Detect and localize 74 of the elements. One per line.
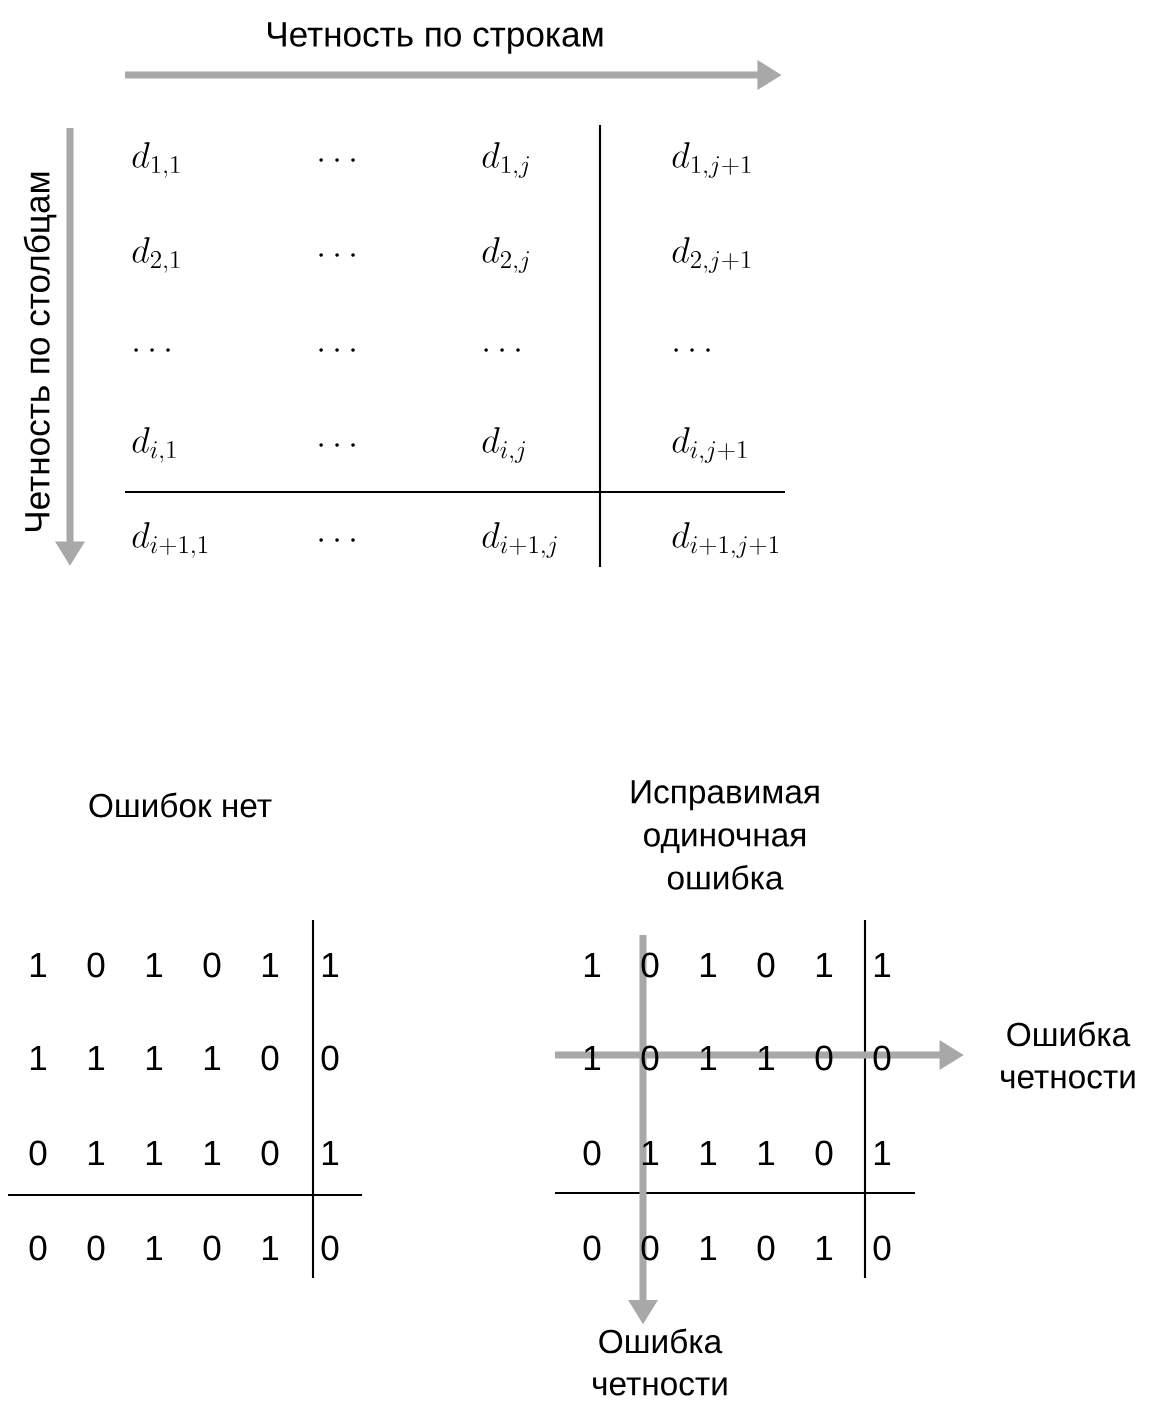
matrix-cell: 1 [30, 1045, 47, 1071]
matrix-cell: 1 [30, 952, 47, 978]
matrix-cell: 1 [322, 952, 339, 978]
matrix-cell: $\dots$ [134, 348, 170, 352]
matrix-cell: $d_{1,j+1}$ [672, 142, 751, 179]
matrix-cell: 1 [642, 1140, 659, 1166]
matrix-cell: $d_{1,1}$ [132, 142, 180, 178]
axis-label: Четность по столбцам [23, 172, 57, 531]
matrix-cell: $\dots$ [319, 348, 355, 352]
matrix-cell: $d_{i,1}$ [132, 427, 176, 463]
matrix-cell: $\dots$ [319, 253, 355, 257]
matrix-cell: $d_{i+1,1}$ [132, 522, 208, 558]
matrix-cell: 0 [261, 1045, 279, 1071]
matrix-cell: 0 [203, 1235, 221, 1261]
matrix-cell: 1 [146, 952, 163, 978]
matrix-cell: 0 [261, 1140, 279, 1166]
matrix-cell: $d_{i,j+1}$ [672, 427, 747, 464]
matrix-cell: 1 [816, 1235, 833, 1261]
matrix-cell: 1 [204, 1140, 221, 1166]
matrix-cell: 0 [873, 1045, 891, 1071]
matrix-cell: 1 [88, 1045, 105, 1071]
matrix-cell: $\dots$ [319, 538, 355, 542]
matrix-cell: 0 [641, 1045, 659, 1071]
matrix-cell: $\dots$ [674, 348, 710, 352]
matrix-cell: 1 [758, 1045, 775, 1071]
matrix-cell: 1 [816, 952, 833, 978]
matrix-cell: 0 [757, 952, 775, 978]
matrix-cell: 1 [874, 952, 891, 978]
matrix-cell: 1 [262, 1235, 279, 1261]
matrix-cell: 1 [262, 952, 279, 978]
matrix-cell: 0 [29, 1140, 47, 1166]
matrix-cell: 1 [204, 1045, 221, 1071]
matrix-cell: 1 [146, 1045, 163, 1071]
matrix-cell: $\dots$ [319, 158, 355, 162]
matrix-cell: $\dots$ [484, 348, 520, 352]
matrix-cell: 1 [700, 1235, 717, 1261]
matrix-cell: 1 [874, 1140, 891, 1166]
matrix-cell: 1 [88, 1140, 105, 1166]
matrix-cell: 1 [700, 952, 717, 978]
matrix-cell: $\dots$ [319, 443, 355, 447]
matrix-cell: 0 [29, 1235, 47, 1261]
matrix-cell: 0 [321, 1235, 339, 1261]
matrix-cell: 1 [700, 1140, 717, 1166]
matrix-cell: 0 [583, 1235, 601, 1261]
axis-label: Четность по строкам [268, 22, 603, 54]
matrix-cell: 1 [146, 1235, 163, 1261]
matrix-cell: 1 [700, 1045, 717, 1071]
matrix-cell: 0 [641, 1235, 659, 1261]
matrix-cell: 1 [322, 1140, 339, 1166]
matrix-cell: 1 [584, 1045, 601, 1071]
matrix-cell: 0 [873, 1235, 891, 1261]
matrix-cell: 1 [758, 1140, 775, 1166]
matrix-cell: 0 [583, 1140, 601, 1166]
matrix-cell: 0 [321, 1045, 339, 1071]
matrix-heading: Ошибок нет [89, 792, 272, 818]
matrix-cell: 0 [87, 1235, 105, 1261]
matrix-cell: $d_{i+1,j}$ [482, 522, 557, 559]
matrix-cell: $d_{i+1,j+1}$ [672, 522, 778, 559]
parity-error-label: Ошибка четности [1001, 1021, 1135, 1089]
parity-error-label: Ошибка четности [593, 1328, 727, 1396]
matrix-cell: $d_{i,j}$ [482, 427, 525, 464]
matrix-cell: 0 [815, 1045, 833, 1071]
matrix-cell: 1 [146, 1140, 163, 1166]
matrix-cell: $d_{2,j}$ [482, 237, 529, 274]
matrix-cell: 1 [584, 952, 601, 978]
matrix-heading: Исправимая одиночная ошибка [631, 780, 819, 890]
matrix-cell: $d_{2,j+1}$ [672, 237, 751, 274]
matrix-cell: $d_{2,1}$ [132, 237, 180, 273]
matrix-cell: 0 [641, 952, 659, 978]
matrix-cell: $d_{1,j}$ [482, 142, 529, 179]
matrix-cell: 0 [757, 1235, 775, 1261]
matrix-cell: 0 [203, 952, 221, 978]
matrix-cell: 0 [87, 952, 105, 978]
matrix-cell: 0 [815, 1140, 833, 1166]
